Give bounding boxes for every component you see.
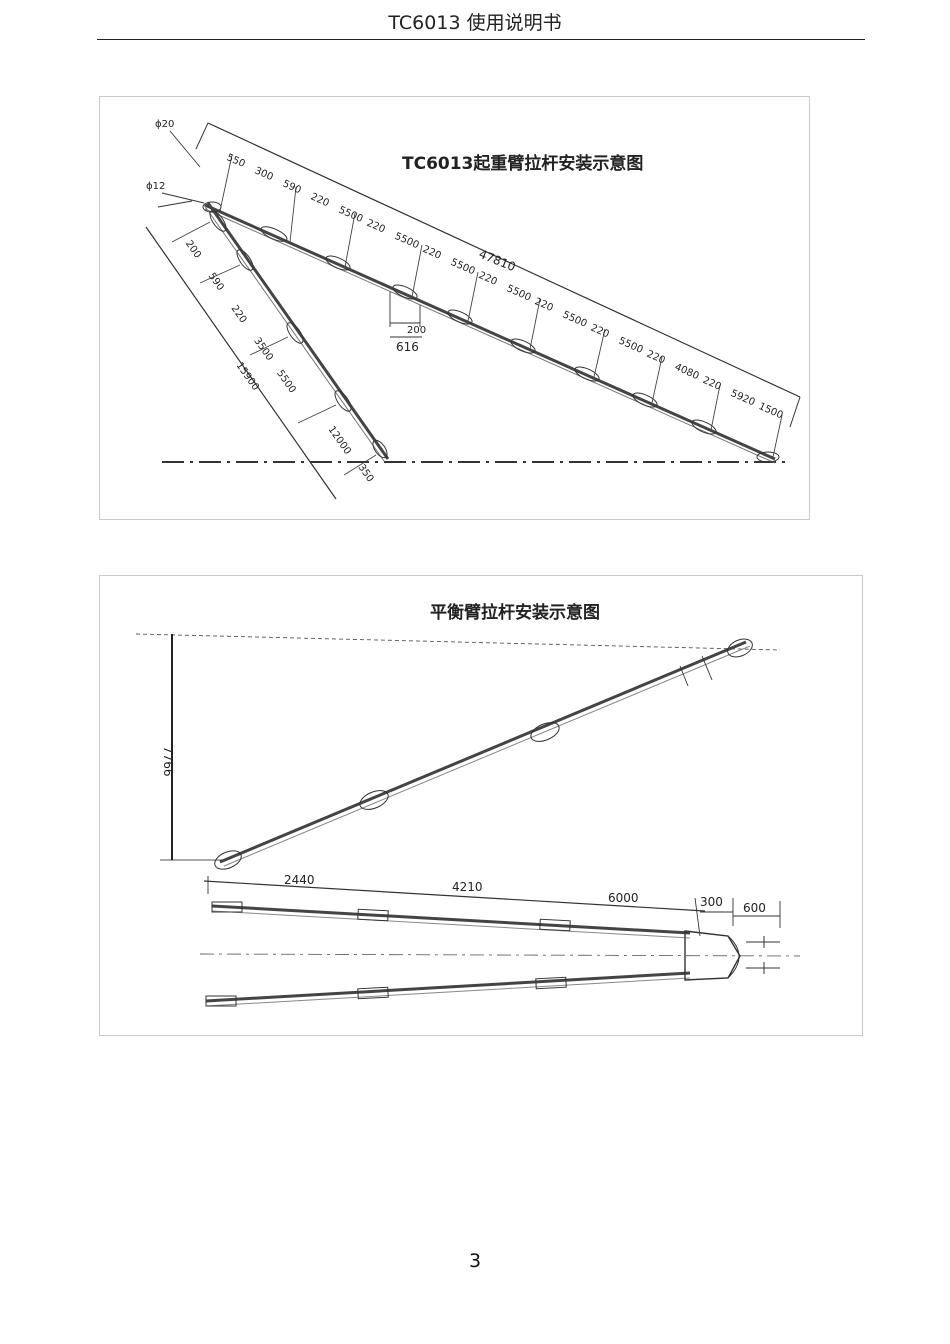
lower-segment-label: 3500 [251,336,275,363]
upper-segment-label: 5920 [729,388,757,408]
upper-segment-label: 5500 [617,336,645,356]
lower-segment-label: 5500 [274,368,298,395]
label-phi12: ϕ12 [146,181,165,192]
page-header-title: TC6013 使用说明书 [388,12,562,34]
upper-dimension-line [207,122,801,398]
counterjib-tie-bar-figure: 平衡臂拉杆安装示意图 7766 2440 4210 6000 300 600 [99,575,863,1036]
upper-segment-label: 4080 [673,362,701,382]
upper-segment-label: 1500 [757,401,785,421]
counterjib-tie-bar-drawing: 平衡臂拉杆安装示意图 7766 2440 4210 6000 300 600 [135,602,801,1007]
upper-tie-bar [204,203,776,461]
label-seg-300: 300 [700,895,723,909]
upper-segment-label: 220 [309,191,331,209]
label-lower-15900: 15900 [234,360,261,392]
label-seg-4210: 4210 [452,880,483,894]
lower-segment-label: 590 [206,271,226,293]
diagonal-tie-bar [219,640,747,864]
connector-plate [684,930,741,981]
label-joint-616: 616 [396,340,419,354]
lower-dimension-line [145,226,337,500]
jib-tie-bar-drawing: TC6013起重臂拉杆安装示意图 [145,119,801,500]
upper-segment-labels: 5503005902205500220550022055002205500220… [225,152,785,421]
upper-segment-label: 300 [253,165,275,183]
upper-segment-label: 220 [645,349,667,367]
lower-tie-bar [206,202,390,460]
label-seg-600: 600 [743,901,766,915]
label-seg-6000: 6000 [608,891,639,905]
figure2-title: 平衡臂拉杆安装示意图 [430,602,600,623]
upper-segment-label: 5500 [449,257,477,277]
upper-segment-label: 5500 [561,309,589,329]
label-lower-350: 350 [356,462,376,484]
jib-tie-bar-figure: TC6013起重臂拉杆安装示意图 [99,96,810,520]
upper-segment-label: 590 [281,178,303,196]
label-joint-200: 200 [407,325,426,336]
upper-segment-label: 220 [533,296,555,314]
upper-segment-label: 5500 [505,283,533,303]
upper-segment-label: 220 [365,218,387,236]
lower-segment-label: 200 [183,239,203,261]
label-phi20: ϕ20 [155,119,174,130]
upper-segment-label: 220 [589,323,611,341]
upper-segment-label: 550 [225,152,247,170]
upper-segment-label: 220 [477,270,499,288]
header-divider [97,39,865,40]
label-height-7766: 7766 [161,746,175,777]
figure1-title: TC6013起重臂拉杆安装示意图 [402,153,643,174]
label-lower-12000: 12000 [326,424,353,456]
length-dimension-line [203,880,706,912]
label-seg-2440: 2440 [284,873,315,887]
upper-segment-label: 5500 [393,231,421,251]
lower-segment-label: 220 [229,303,249,325]
upper-segment-label: 5500 [337,205,365,225]
upper-segment-label: 220 [421,244,443,262]
upper-segment-label: 220 [701,375,723,393]
page-number: 3 [468,1250,482,1272]
upper-horizontal-bar [211,904,691,935]
lower-horizontal-bar [205,971,691,1003]
